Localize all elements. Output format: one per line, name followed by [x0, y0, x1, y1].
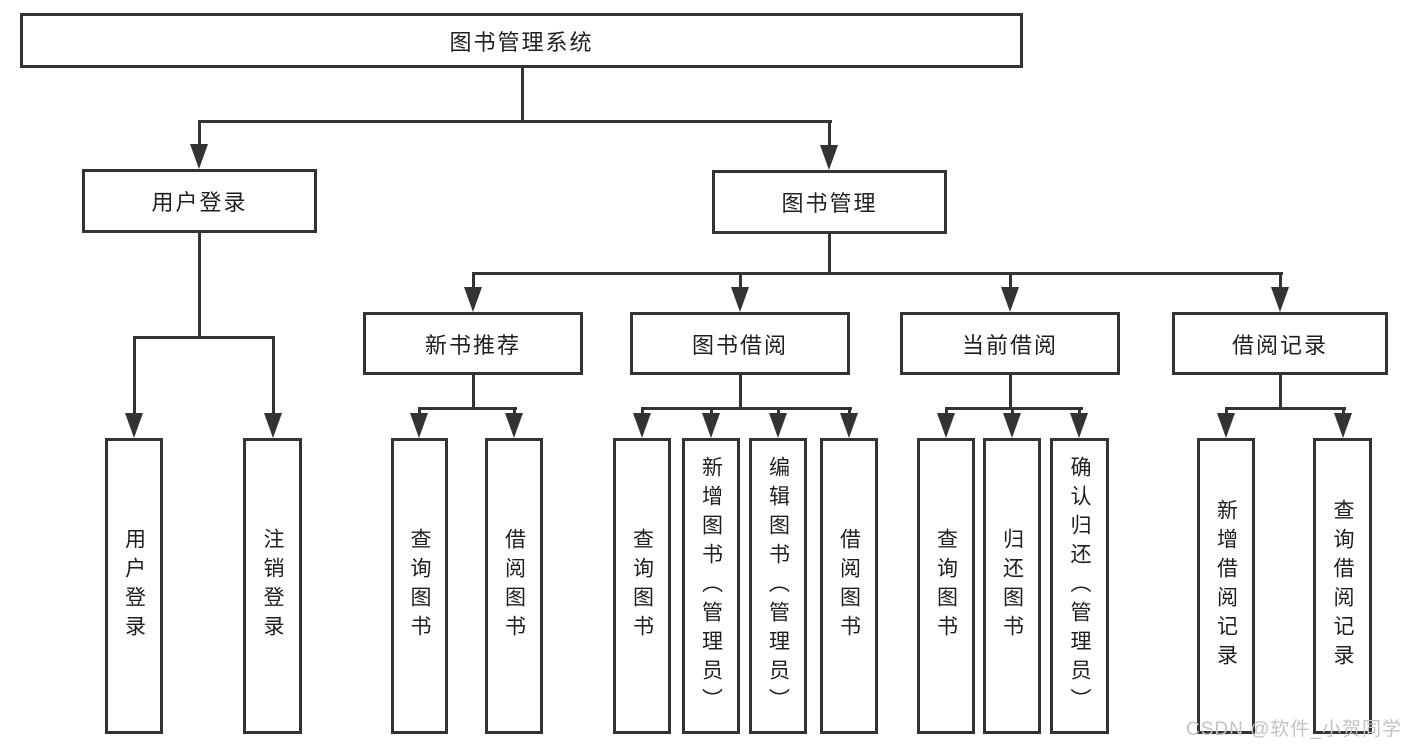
- arrow-down-icon: [840, 413, 858, 438]
- node-new-book-recommend: 新书推荐: [363, 312, 583, 375]
- node-current-borrow: 当前借阅: [900, 312, 1120, 375]
- connector-leaf-drop: [272, 336, 275, 416]
- leaf-label: 查询图书: [934, 528, 958, 644]
- connector-leaf-drop: [472, 272, 475, 290]
- connector-borrow-record-rail: [1225, 407, 1346, 410]
- connector-book-mgmt-stem: [828, 232, 831, 274]
- connector-borrow-record-stem: [1279, 373, 1282, 409]
- arrow-down-icon: [464, 287, 482, 312]
- connector-level2-rail: [198, 120, 832, 123]
- arrow-down-icon: [190, 144, 208, 169]
- leaf-label: 归还图书: [1000, 528, 1024, 644]
- leaf-add-books-admin: 新增图书（管理员）: [682, 438, 740, 734]
- leaf-logout: 注销登录: [243, 438, 302, 734]
- connector-book-borrow-stem: [739, 373, 742, 409]
- connector-leaf-drop: [1279, 272, 1282, 290]
- node-label: 借阅记录: [1231, 332, 1328, 358]
- connector-root-stem: [521, 66, 524, 122]
- leaf-query-books-borrow: 查询图书: [613, 438, 671, 734]
- connector-leaf-drop: [133, 336, 136, 416]
- leaf-label: 查询图书: [630, 528, 654, 644]
- node-label: 当前借阅: [961, 332, 1058, 358]
- connector-new-book-rail: [418, 407, 517, 410]
- connector-current-borrow-stem: [1009, 373, 1012, 409]
- arrow-down-icon: [264, 413, 282, 438]
- node-borrow-records: 借阅记录: [1172, 312, 1388, 375]
- leaf-user-login: 用户登录: [105, 438, 163, 734]
- leaf-query-borrow-record: 查询借阅记录: [1313, 438, 1372, 734]
- leaf-label: 编辑图书（管理员）: [766, 455, 790, 717]
- arrow-down-icon: [1334, 413, 1352, 438]
- node-label: 图书管理: [781, 191, 878, 216]
- node-book-borrow: 图书借阅: [630, 312, 850, 375]
- arrow-down-icon: [702, 413, 720, 438]
- arrow-down-icon: [410, 413, 428, 438]
- leaf-query-books-current: 查询图书: [917, 438, 975, 734]
- leaf-label: 借阅图书: [837, 528, 861, 644]
- leaf-borrow-books-recommend: 借阅图书: [485, 438, 543, 734]
- arrow-down-icon: [1271, 287, 1289, 312]
- node-label: 用户登录: [151, 190, 248, 215]
- leaf-label: 新增图书（管理员）: [699, 455, 723, 717]
- leaf-label: 借阅图书: [502, 528, 526, 644]
- leaf-edit-books-admin: 编辑图书（管理员）: [749, 438, 807, 734]
- connector-leaf-drop: [739, 272, 742, 290]
- arrow-down-icon: [820, 145, 838, 170]
- leaf-add-borrow-record: 新增借阅记录: [1197, 438, 1255, 734]
- node-library-system: 图书管理系统: [20, 13, 1023, 68]
- leaf-return-books: 归还图书: [983, 438, 1041, 734]
- leaf-label: 查询图书: [408, 528, 431, 644]
- node-label: 图书借阅: [691, 332, 788, 358]
- connector-current-borrow-rail: [945, 407, 1083, 410]
- connector-new-book-stem: [472, 373, 475, 409]
- node-user-login: 用户登录: [82, 169, 317, 233]
- connector-login-group-rail: [133, 336, 274, 339]
- arrow-down-icon: [731, 287, 749, 312]
- arrow-down-icon: [1003, 413, 1021, 438]
- node-book-management: 图书管理: [712, 170, 947, 234]
- leaf-borrow-books: 借阅图书: [820, 438, 878, 734]
- connector-user-login-stem: [198, 231, 201, 338]
- csdn-watermark: CSDN @软件_小贺同学: [1186, 719, 1402, 740]
- connector-leaf-drop: [1009, 272, 1012, 290]
- node-label: 图书管理系统: [449, 29, 594, 55]
- arrow-down-icon: [125, 413, 143, 438]
- connector-level3-rail: [472, 272, 1283, 275]
- node-label: 新书推荐: [424, 332, 521, 358]
- leaf-query-books-recommend: 查询图书: [391, 438, 448, 734]
- leaf-label: 新增借阅记录: [1214, 499, 1238, 673]
- arrow-down-icon: [769, 413, 787, 438]
- arrow-down-icon: [633, 413, 651, 438]
- leaf-label: 确认归还（管理员）: [1068, 455, 1091, 717]
- leaf-label: 查询借阅记录: [1331, 499, 1354, 673]
- arrow-down-icon: [1070, 413, 1088, 438]
- arrow-down-icon: [1001, 287, 1019, 312]
- leaf-label: 注销登录: [261, 528, 284, 644]
- connector-book-borrow-rail: [641, 407, 852, 410]
- arrow-down-icon: [505, 413, 523, 438]
- connector-book-mgmt-drop: [828, 120, 831, 148]
- leaf-confirm-return-admin: 确认归还（管理员）: [1050, 438, 1109, 734]
- arrow-down-icon: [1217, 413, 1235, 438]
- connector-user-login-drop: [198, 120, 201, 148]
- leaf-label: 用户登录: [122, 528, 146, 644]
- arrow-down-icon: [937, 413, 955, 438]
